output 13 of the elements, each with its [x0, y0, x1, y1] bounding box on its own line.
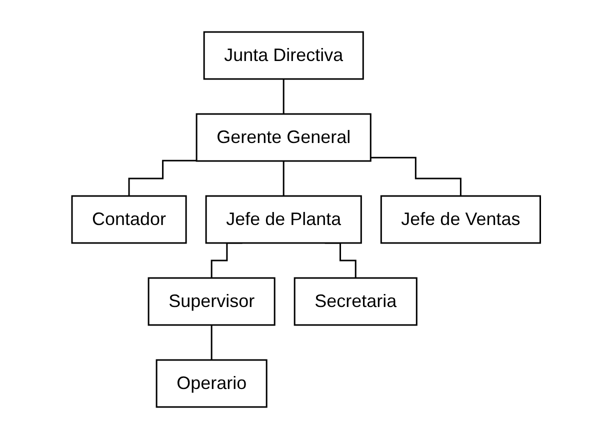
node-box: Gerente General [196, 112, 372, 162]
connector [128, 159, 197, 196]
node-box: Jefe de Ventas [380, 194, 542, 244]
node-box: Secretaria [294, 276, 418, 326]
node-box: Junta Directiva [204, 30, 364, 80]
node-box: Supervisor [148, 276, 276, 326]
connector [283, 160, 285, 196]
connector [283, 78, 285, 114]
node-box: Jefe de Planta [206, 194, 362, 244]
connector [211, 324, 213, 360]
node-box: Contador [72, 194, 188, 244]
connector [371, 156, 462, 196]
node-box: Operario [156, 358, 268, 408]
